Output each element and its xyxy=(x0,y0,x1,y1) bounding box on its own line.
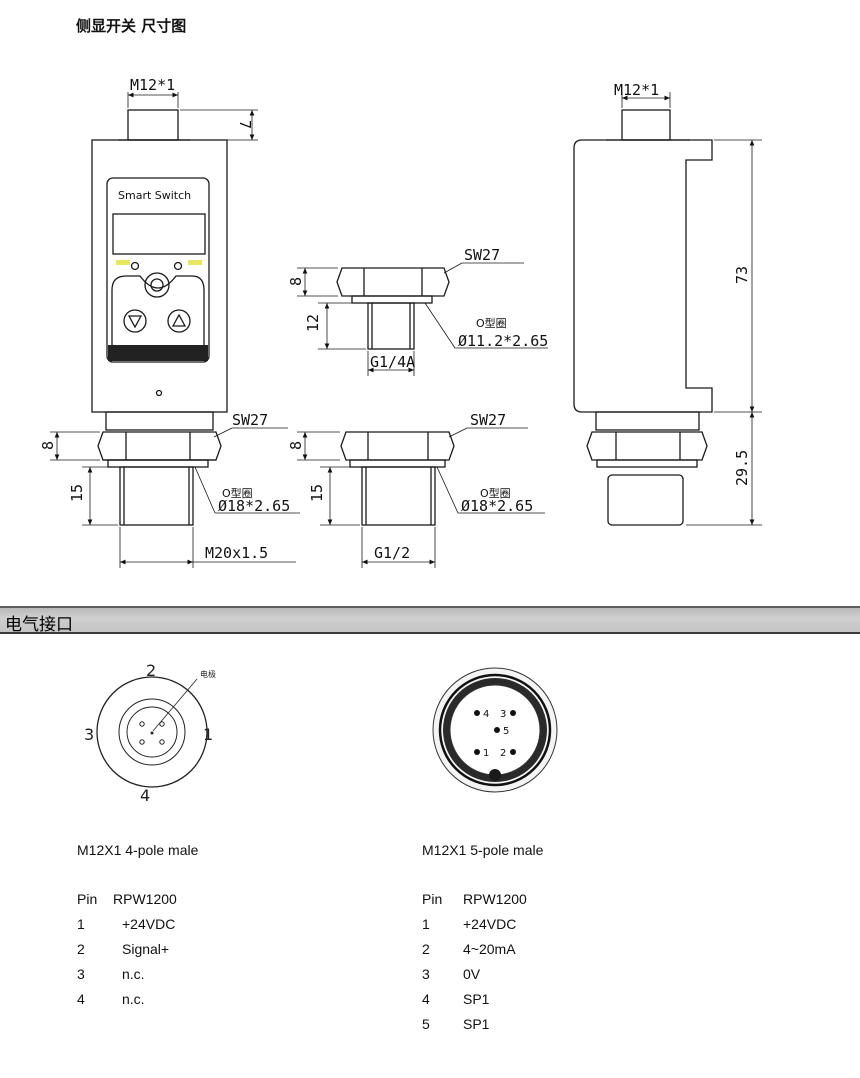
oring-size-g14: Ø11.2*2.65 xyxy=(458,332,548,350)
display-module xyxy=(106,177,210,363)
up-button-icon xyxy=(167,309,191,333)
oring-size-g12: Ø18*2.65 xyxy=(461,497,533,515)
thread-label-m12-side: M12*1 xyxy=(614,81,659,99)
dim-8-g14: 8 xyxy=(287,277,305,286)
pin5-5-label: 5 xyxy=(503,726,509,737)
oring-label-g12: O型圈 xyxy=(480,486,511,500)
oring-label-front: O型圈 xyxy=(222,486,253,500)
signal-cell: SP1 xyxy=(463,991,490,1007)
table-row: 4 n.c. xyxy=(77,987,177,1012)
signal-cell: +24VDC xyxy=(122,916,176,932)
hex-nut-side xyxy=(586,431,708,461)
hex-nut-front xyxy=(97,431,222,461)
table-row: 1 +24VDC xyxy=(77,912,177,937)
led-right xyxy=(188,260,202,265)
thread-label-m12-front: M12*1 xyxy=(130,76,175,94)
section-title: 电气接口 xyxy=(5,615,73,635)
pin-table-4pole: Pin RPW1200 1 +24VDC 2 Signal+ 3 n.c. 4 n.c. xyxy=(77,887,177,1012)
pin-3-label: 3 xyxy=(84,725,94,744)
pin-cell: 2 xyxy=(422,941,430,957)
connector-5pole-title: M12X1 5-pole male xyxy=(422,842,544,858)
thread-label-g12: G1/2 xyxy=(374,544,410,562)
dim-29-5: 29.5 xyxy=(733,450,751,486)
pin-cell: 4 xyxy=(77,991,85,1007)
dim-15-g12: 15 xyxy=(308,484,326,502)
side-view: M12*1 73 29.5 xyxy=(573,81,762,526)
center-button xyxy=(144,272,170,298)
pin-cell: 1 xyxy=(77,916,85,932)
hex-nut-g12 xyxy=(340,431,455,461)
oring-label-g14: O型圈 xyxy=(476,316,507,330)
table-row: 2 Signal+ xyxy=(77,937,177,962)
model-col-header: RPW1200 xyxy=(113,891,177,907)
pin-cell: 2 xyxy=(77,941,85,957)
dim-15-front: 15 xyxy=(68,484,86,502)
dim-8-front: 8 xyxy=(39,441,57,450)
hex-nut-g14 xyxy=(336,267,450,297)
pin-table-header: Pin RPW1200 xyxy=(422,887,527,912)
pin5-3-label: 3 xyxy=(500,709,506,720)
pin-col-header: Pin xyxy=(422,891,443,907)
fitting-g14: 8 12 G1/4A SW27 O型圈 Ø11.2*2.65 xyxy=(287,246,548,376)
connector-4pole-title: M12X1 4-pole male xyxy=(77,842,199,858)
dim-8-g12: 8 xyxy=(287,441,305,450)
signal-cell: n.c. xyxy=(122,966,145,982)
dim-73: 73 xyxy=(733,266,751,284)
dimension-drawing: M12*1 7 Smart Switch xyxy=(39,76,762,568)
dim-7: 7 xyxy=(236,120,254,129)
connector-5pole-diagram: 4 3 5 1 2 xyxy=(432,667,558,793)
table-row: 3 n.c. xyxy=(77,962,177,987)
table-row: 5 SP1 xyxy=(422,1012,527,1037)
pin5-1-label: 1 xyxy=(483,748,489,759)
down-button-icon xyxy=(123,309,147,333)
signal-cell: +24VDC xyxy=(463,916,517,932)
pin-table-header: Pin RPW1200 xyxy=(77,887,177,912)
model-col-header: RPW1200 xyxy=(463,891,527,907)
signal-cell: Signal+ xyxy=(122,941,170,957)
table-row: 4 SP1 xyxy=(422,987,527,1012)
signal-cell: 4~20mA xyxy=(463,941,516,957)
thread-label-g14: G1/4A xyxy=(370,353,415,371)
fitting-g12: 8 15 G1/2 SW27 O型圈 Ø18*2.65 xyxy=(287,411,545,568)
pin-4-label: 4 xyxy=(140,786,150,805)
section-header-bar xyxy=(0,606,860,634)
table-row: 3 0V xyxy=(422,962,527,987)
dim-12: 12 xyxy=(304,314,322,332)
display-bottom-band xyxy=(108,345,208,361)
m12-connector-front xyxy=(127,109,179,141)
pin-col-header: Pin xyxy=(77,891,98,907)
sw27-label-g14: SW27 xyxy=(464,246,500,264)
pin-cell: 5 xyxy=(422,1016,430,1032)
pin-1-label: 1 xyxy=(203,725,213,744)
display-screen xyxy=(112,213,206,255)
thread-m20 xyxy=(119,466,194,526)
signal-cell: n.c. xyxy=(122,991,145,1007)
pin5-4-label: 4 xyxy=(483,709,489,720)
front-view: M12*1 7 Smart Switch xyxy=(39,76,300,568)
display-label: Smart Switch xyxy=(118,189,191,202)
side-body xyxy=(573,139,713,413)
pin-2-label: 2 xyxy=(146,661,156,680)
sw27-label-g12: SW27 xyxy=(470,411,506,429)
signal-cell: SP1 xyxy=(463,1016,490,1032)
table-row: 2 4~20mA xyxy=(422,937,527,962)
signal-cell: 0V xyxy=(463,966,481,982)
page-title: 侧显开关 尺寸图 xyxy=(76,17,187,35)
sw27-label-front: SW27 xyxy=(232,411,268,429)
pin-cell: 3 xyxy=(77,966,85,982)
led-left xyxy=(116,260,130,265)
pin-center-label: 电极 xyxy=(200,669,216,679)
pin5-2-label: 2 xyxy=(500,748,506,759)
thread-label-m20: M20x1.5 xyxy=(205,544,268,562)
pin-cell: 4 xyxy=(422,991,430,1007)
table-row: 1 +24VDC xyxy=(422,912,527,937)
pin-cell: 3 xyxy=(422,966,430,982)
pin-cell: 1 xyxy=(422,916,430,932)
m12-connector-side xyxy=(621,109,671,141)
connector-4pole-diagram: 电极 2 3 1 4 xyxy=(84,661,216,805)
oring-size-front: Ø18*2.65 xyxy=(218,497,290,515)
